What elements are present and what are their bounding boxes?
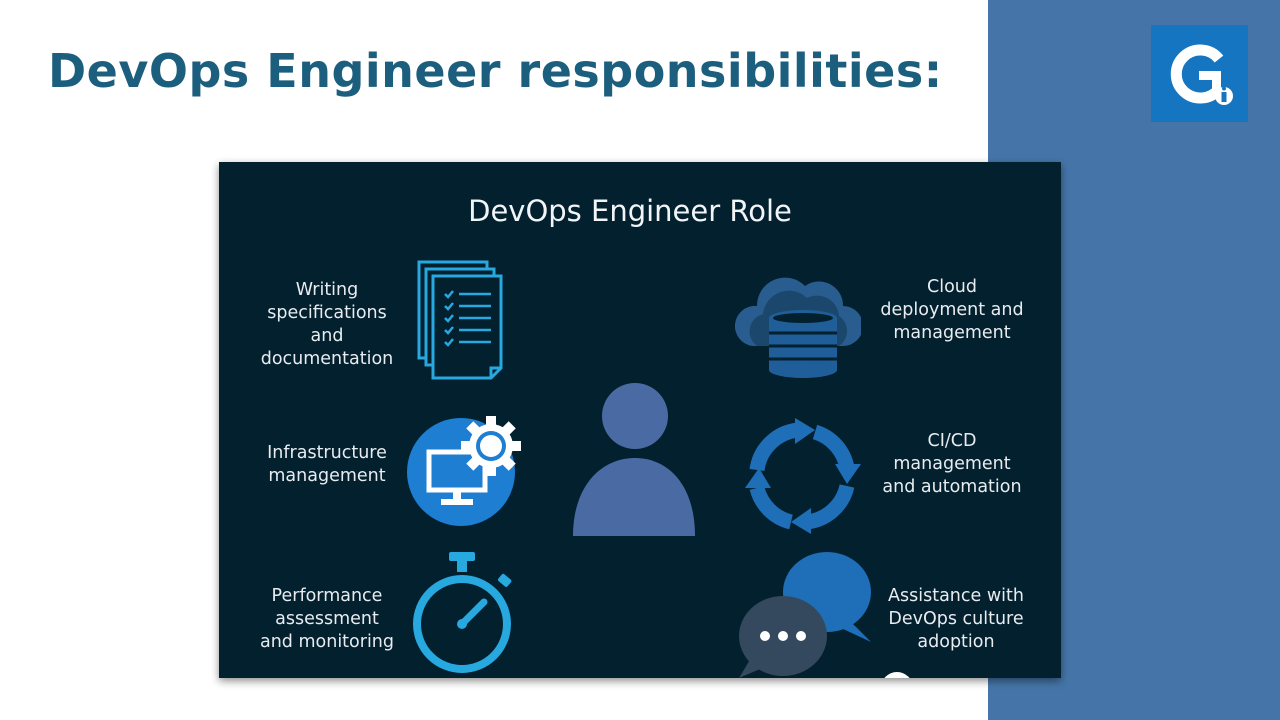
- label-cloud-deployment: Cloud deployment and management: [880, 277, 1024, 343]
- page-title: DevOps Engineer responsibilities:: [48, 44, 943, 98]
- chat-bubbles-icon: [737, 550, 877, 678]
- label-writing-specifications: Writing specifications and documentation: [260, 280, 394, 369]
- label-performance-assessment: Performance assessment and monitoring: [259, 586, 395, 652]
- label-devops-culture: Assistance with DevOps culture adoption: [888, 586, 1024, 652]
- logo-icon: [1170, 44, 1233, 105]
- cloud-database-icon: [735, 262, 861, 380]
- monitor-gear-icon: [405, 414, 529, 528]
- infographic-title: DevOps Engineer Role: [468, 194, 792, 228]
- role-infographic: DevOps Engineer Role Writing specificati…: [219, 162, 1061, 678]
- scroll-indicator-icon: [879, 670, 915, 678]
- stopwatch-icon: [411, 550, 531, 678]
- label-infrastructure-management: Infrastructure management: [267, 443, 387, 486]
- label-cicd-management: CI/CD management and automation: [882, 431, 1022, 497]
- person-icon: [571, 382, 697, 542]
- cycle-arrows-icon: [743, 418, 863, 534]
- logo: [1151, 25, 1248, 122]
- documents-icon: [415, 260, 515, 384]
